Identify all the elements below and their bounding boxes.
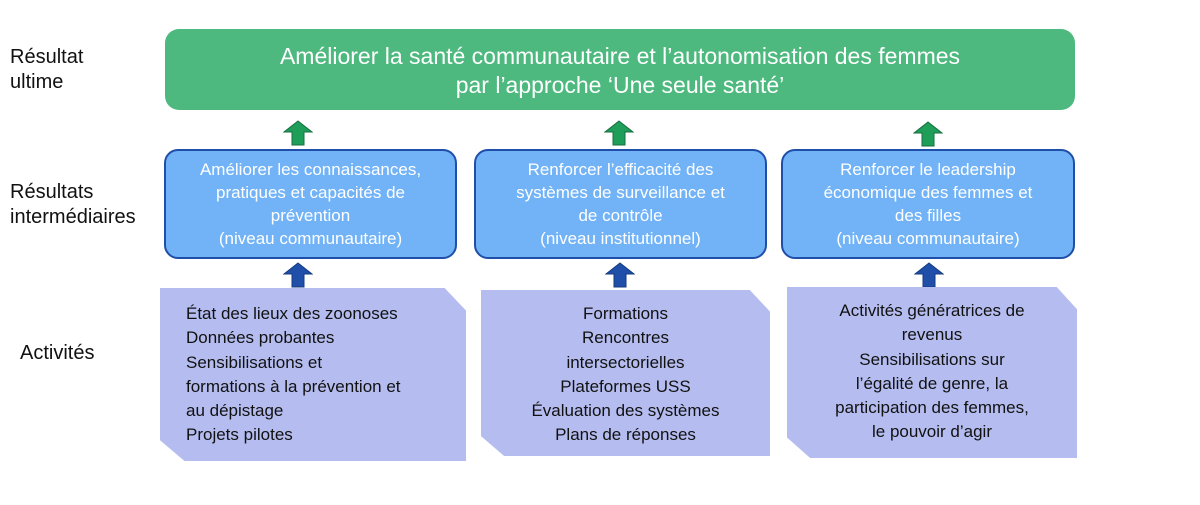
activities-box: État des lieux des zoonoses Données prob… [160, 288, 466, 461]
activity-line: Activités génératrices de [839, 301, 1025, 320]
activity-line: intersectorielles [566, 352, 685, 372]
up-arrow-green-icon [604, 120, 634, 146]
activity-line: formations à la prévention et [186, 376, 401, 396]
activity-line: Plans de réponses [555, 425, 696, 445]
intermediate-outcome-line: économique des femmes et [823, 183, 1033, 202]
intermediate-outcome-line: des filles [894, 206, 962, 225]
intermediate-outcome-line: Renforcer le leadership [840, 160, 1016, 179]
activity-line: revenus [901, 325, 963, 345]
activity-line: le pouvoir d’agir [871, 422, 992, 442]
intermediate-outcome-line: systèmes de surveillance et [516, 183, 725, 202]
activity-line: État des lieux des zoonoses [186, 304, 398, 323]
row-label-line: ultime [10, 71, 64, 93]
intermediate-outcome-line: pratiques et capacités de [215, 183, 405, 202]
intermediate-outcome-line: Améliorer les connaissances, [199, 160, 422, 179]
intermediate-outcome-box: Améliorer les connaissances, pratiques e… [164, 149, 457, 259]
intermediate-outcome-line: (niveau communautaire) [218, 229, 403, 248]
ultimate-outcome-line: Améliorer la santé communautaire et l’au… [279, 42, 961, 69]
activity-line: Données probantes [186, 328, 335, 348]
up-arrow-green-icon [913, 121, 943, 147]
activity-line: participation des femmes, [835, 398, 1029, 418]
intermediate-outcome-line: prévention [270, 206, 351, 225]
row-label-line: Résultat [10, 46, 84, 68]
activity-line: au dépistage [186, 401, 284, 421]
row-label-activities: Activités [20, 341, 94, 366]
up-arrow-blue-icon [605, 262, 635, 288]
ultimate-outcome-box: Améliorer la santé communautaire et l’au… [165, 29, 1075, 110]
up-arrow-green-icon [283, 120, 313, 146]
row-label-line: intermédiaires [10, 206, 136, 228]
up-arrow-blue-icon [914, 262, 944, 288]
intermediate-outcome-line: (niveau communautaire) [836, 229, 1020, 248]
up-arrow-blue-icon [283, 262, 313, 288]
activity-line: Projets pilotes [186, 425, 293, 445]
activities-box: Formations Rencontres intersectorielles … [481, 290, 770, 456]
row-label-intermediate: Résultats intermédiaires [10, 180, 136, 230]
intermediate-outcome-box: Renforcer l’efficacité des systèmes de s… [474, 149, 767, 259]
activity-line: l’égalité de genre, la [855, 373, 1009, 393]
activity-line: Plateformes USS [560, 376, 691, 396]
intermediate-outcome-line: (niveau institutionnel) [540, 229, 701, 248]
row-label-ultimate: Résultat ultime [10, 45, 83, 95]
activity-line: Évaluation des systèmes [531, 401, 720, 421]
row-label-line: Résultats [10, 181, 94, 203]
row-label-line: Activités [20, 342, 95, 364]
activity-line: Sensibilisations sur [859, 349, 1005, 369]
intermediate-outcome-line: de contrôle [578, 206, 663, 225]
intermediate-outcome-box: Renforcer le leadership économique des f… [781, 149, 1075, 259]
activity-line: Rencontres [582, 328, 669, 348]
activity-line: Formations [582, 304, 669, 323]
activities-box: Activités génératrices de revenus Sensib… [787, 287, 1077, 458]
activity-line: Sensibilisations et [186, 352, 323, 372]
ultimate-outcome-line: par l’approche ‘Une seule santé’ [455, 71, 785, 98]
intermediate-outcome-line: Renforcer l’efficacité des [527, 160, 714, 179]
